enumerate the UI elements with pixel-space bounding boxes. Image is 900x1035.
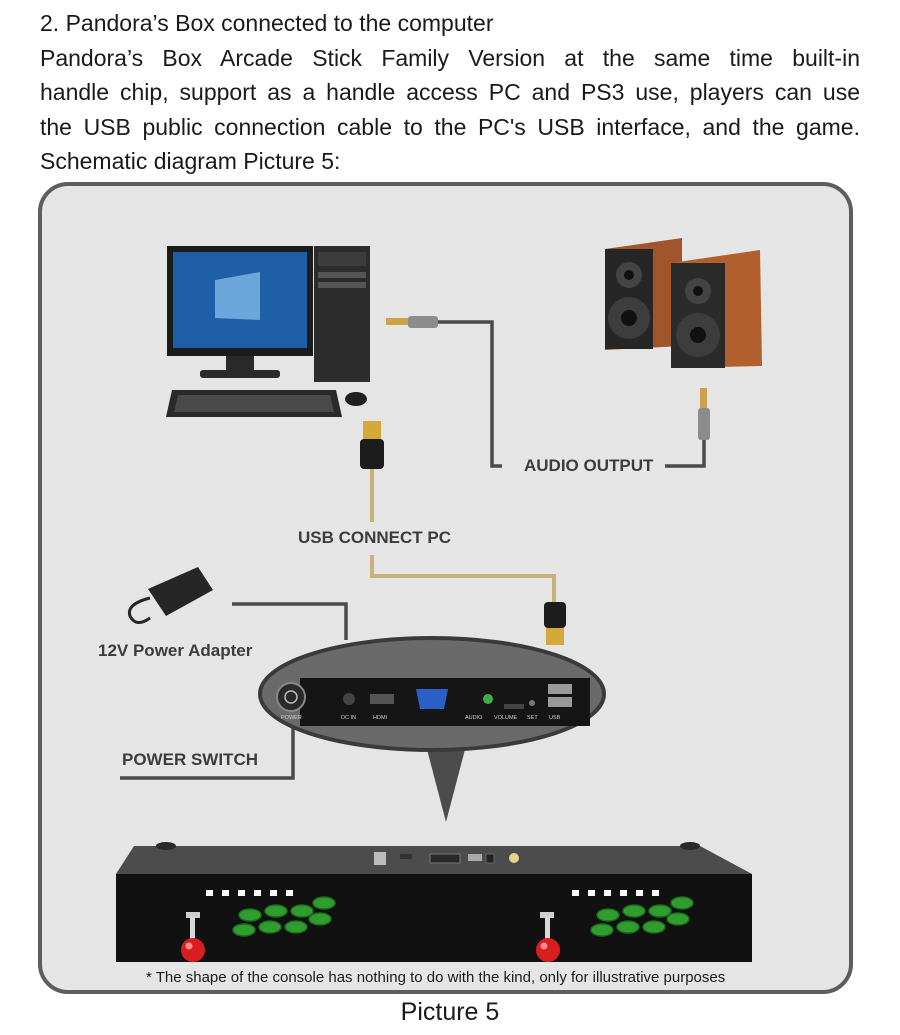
pc-tower-icon	[314, 246, 370, 382]
monitor-icon	[167, 246, 313, 378]
left-action-buttons	[232, 896, 336, 937]
picture-caption: Picture 5	[400, 998, 500, 1026]
rear-panel-closeup: POWER DC IN HDMI AUDIO VOLUME SET USB	[258, 636, 606, 822]
usb-connect-label: USB CONNECT PC	[298, 528, 452, 547]
speaker-audio-cable	[665, 440, 706, 468]
usb-plug-box-icon	[544, 602, 566, 645]
callout-pointer	[424, 738, 468, 822]
keyboard-icon	[166, 390, 342, 417]
right-control-buttons	[572, 890, 659, 896]
audio-jack-speaker-icon	[698, 388, 710, 440]
power-button-icon	[276, 682, 306, 712]
usb-port-2-icon	[548, 697, 572, 707]
audio-output-label: AUDIO OUTPUT	[524, 456, 654, 475]
port-label-hdmi: HDMI	[373, 715, 388, 721]
port-label-power: POWER	[281, 715, 302, 721]
vga-port-icon	[416, 689, 448, 709]
speakers-icon	[605, 238, 762, 368]
power-switch-label: POWER SWITCH	[122, 750, 258, 769]
right-joystick-icon	[536, 912, 560, 962]
mouse-icon	[345, 392, 367, 406]
hdmi-port-icon	[370, 694, 394, 704]
port-label-set: SET	[527, 715, 538, 721]
paragraph-line-3: the USB public connection cable to the P…	[40, 113, 860, 140]
volume-slider-icon	[504, 704, 524, 709]
audio-port-icon	[483, 694, 493, 704]
right-action-buttons	[590, 896, 694, 937]
dc-in-port-icon	[343, 693, 355, 705]
usb-plug-pc-icon	[360, 421, 384, 469]
paragraph-line-2: handle chip, support as a handle access …	[40, 79, 860, 105]
usb-port-1-icon	[548, 684, 572, 694]
illustration-note: * The shape of the console has nothing t…	[146, 969, 726, 986]
paragraph-line-1: Pandora’s Box Arcade Stick Family Versio…	[40, 44, 860, 71]
heading: 2. Pandora’s Box connected to the comput…	[40, 10, 494, 36]
console-ports	[374, 852, 519, 865]
pc-audio-cable	[438, 320, 502, 468]
power-switch-line	[120, 715, 295, 780]
port-label-usb: USB	[549, 715, 561, 721]
usb-cable-lower	[370, 555, 556, 602]
port-label-volume: VOLUME	[494, 715, 518, 721]
left-control-buttons	[206, 890, 293, 896]
description-text: 2. Pandora’s Box connected to the comput…	[40, 6, 860, 179]
cables	[120, 320, 706, 780]
arcade-console	[116, 842, 752, 962]
console-front	[116, 874, 752, 962]
paragraph-line-4: Schematic diagram Picture 5:	[40, 148, 341, 174]
set-button-icon	[529, 700, 535, 706]
port-label-audio: AUDIO	[465, 715, 483, 721]
power-adapter-icon	[127, 567, 213, 624]
port-label-dc: DC IN	[341, 715, 356, 721]
power-adapter-label: 12V Power Adapter	[98, 641, 253, 660]
audio-jack-pc-icon	[386, 316, 438, 328]
left-joystick-icon	[181, 912, 205, 962]
power-adapter-cable	[232, 602, 348, 640]
